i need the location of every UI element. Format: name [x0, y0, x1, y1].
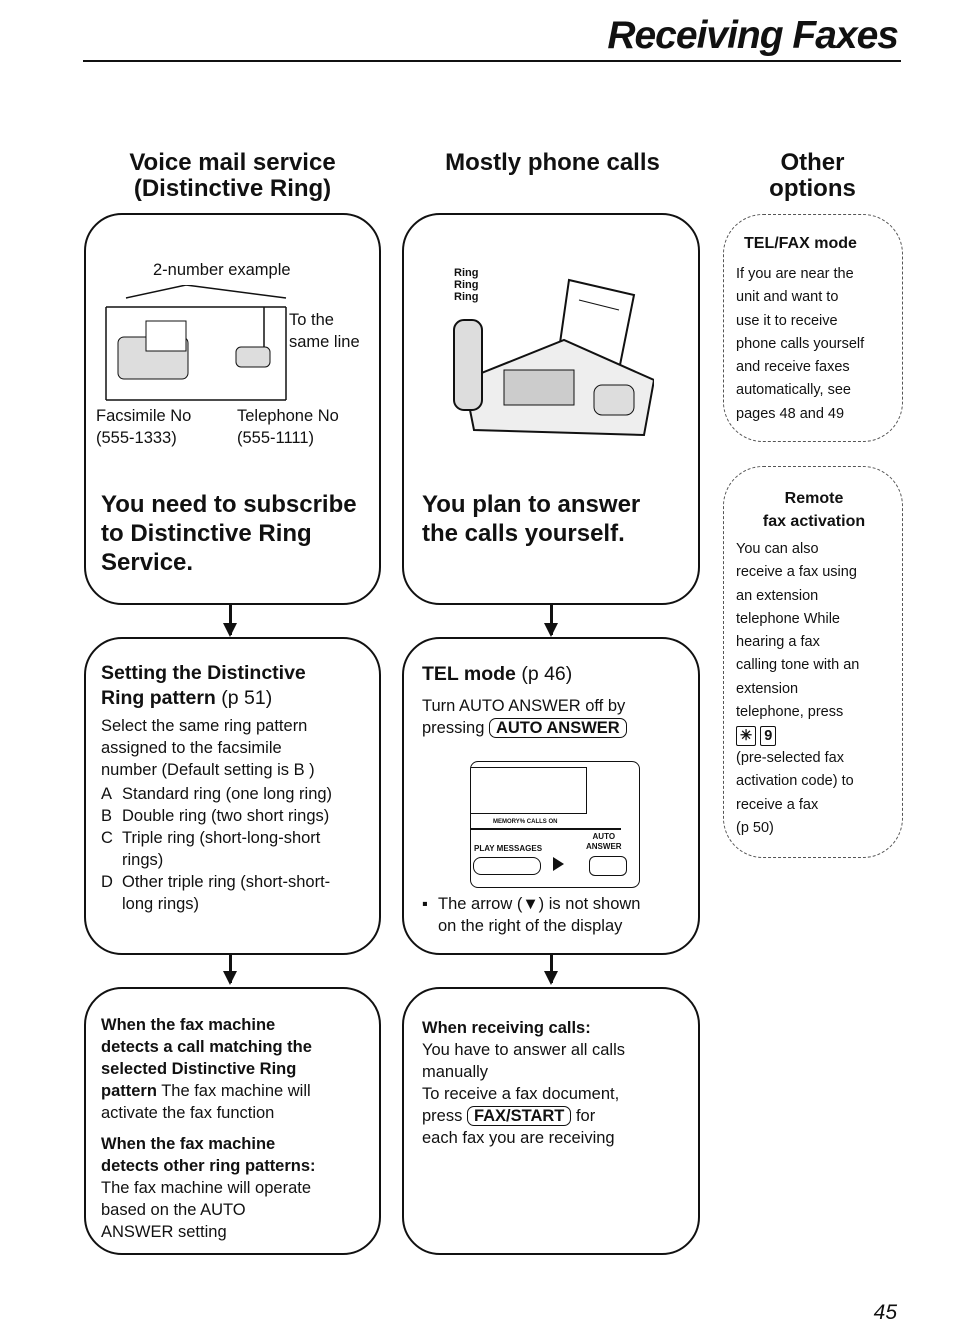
bullet-icon: ▪ — [422, 895, 428, 913]
panel-line — [471, 828, 621, 830]
press-label: press — [422, 1107, 467, 1125]
tel-mode-title: TEL mode — [422, 663, 516, 685]
flow-arrow-1 — [223, 605, 237, 637]
option-text: Standard ring (one long ring) — [122, 785, 333, 803]
tel-mode-line2: pressing AUTO ANSWER — [422, 717, 627, 739]
fax-phone-diagram — [105, 285, 287, 401]
ring-pattern-title: Setting the Distinctive Ring pattern — [101, 662, 306, 709]
box-receiving-calls: When receiving calls: You have to answer… — [402, 987, 700, 1255]
column-heading-voice-mail: Voice mail service (Distinctive Ring) — [129, 149, 336, 202]
distinctive-result-text: When the fax machine detects a call matc… — [101, 1014, 371, 1124]
box-phone-calls: Ring Ring Ring You plan to answer the ca… — [402, 213, 700, 605]
flow-arrow-3 — [223, 955, 237, 985]
column-heading-phone-calls: Mostly phone calls — [445, 149, 660, 176]
remote-keys: ✳ 9 — [736, 725, 777, 748]
match-text: The fax machine will activate the fax fu… — [101, 1082, 311, 1122]
tel-fax-heading: TEL/FAX mode — [744, 235, 857, 252]
receiving-calls-text: When receiving calls: You have to answer… — [422, 1017, 692, 1149]
remote-fax-body: You can also receive a fax using an exte… — [736, 541, 860, 721]
play-arrow-icon — [553, 857, 564, 871]
tel-fax-body: If you are near the unit and want to use… — [736, 266, 865, 422]
box-tel-mode: TEL mode (p 46) Turn AUTO ANSWER off by … — [402, 637, 700, 955]
star-key: ✳ — [736, 726, 757, 746]
ring-option: B Double ring (two short rings) — [101, 805, 371, 827]
side-remote-fax: Remote fax activation You can also recei… — [723, 466, 903, 858]
ring-pattern-body: Select the same ring pattern assigned to… — [101, 717, 315, 779]
subscribe-headline: You need to subscribe to Distinctive Rin… — [101, 491, 357, 576]
remote-fax-body2: (pre-selected fax activation code) to re… — [736, 750, 854, 836]
tel-mode-heading: TEL mode (p 46) — [422, 663, 572, 686]
lcd-display — [471, 767, 587, 814]
box-distinctive-ring: 2-number example To the same line Facsim… — [84, 213, 381, 605]
auto-answer-label: AUTO ANSWER — [586, 832, 622, 851]
example-title: 2-number example — [153, 261, 291, 279]
side-tel-fax-mode: TEL/FAX mode If you are near the unit an… — [723, 214, 903, 442]
tel-mode-page-ref: (p 46) — [515, 663, 573, 685]
ring-pattern-page-ref: (p 51) — [215, 687, 273, 709]
telephone-number: Telephone No (555-1111) — [237, 407, 339, 447]
other-pattern-body: The fax machine will operate based on th… — [101, 1179, 312, 1241]
option-text: Triple ring (short-long-short rings) — [122, 829, 321, 869]
option-letter: D — [101, 873, 113, 891]
nine-key: 9 — [760, 726, 777, 746]
fax-start-line: press FAX/START for each fax you are rec… — [422, 1105, 692, 1149]
option-letter: A — [101, 785, 113, 803]
tel-mode-body: Turn AUTO ANSWER off by pressing AUTO AN… — [422, 695, 627, 739]
remote-fax-heading: Remote fax activation — [762, 490, 866, 530]
ring-pattern-heading: Setting the Distinctive Ring pattern (p … — [101, 661, 306, 711]
ring-option: D Other triple ring (short-short- long ri… — [101, 871, 371, 915]
flow-arrow-4 — [544, 955, 558, 985]
box-distinctive-result: When the fax machine detects a call matc… — [84, 987, 381, 1255]
display-note: ▪ The arrow (▼) is not shown on the right… — [422, 893, 687, 937]
fax-start-key: FAX/START — [466, 1106, 572, 1126]
answer-headline: You plan to answer the calls yourself. — [422, 491, 641, 547]
tel-mode-line1: Turn AUTO ANSWER off by — [422, 697, 626, 715]
option-letter: C — [101, 829, 113, 847]
auto-answer-key: AUTO ANSWER — [488, 718, 627, 738]
other-pattern-text: When the fax machine detects other ring … — [101, 1133, 371, 1243]
memory-label: MEMORY% CALLS ON — [493, 819, 558, 825]
facsimile-number: Facsimile No (555-1333) — [96, 407, 192, 447]
flow-arrow-2 — [544, 605, 558, 637]
page-number: 45 — [873, 1301, 897, 1324]
ring-options-list: A Standard ring (one long ring) B Double r… — [101, 783, 371, 915]
receiving-calls-body: You have to answer all calls manually To… — [422, 1041, 626, 1103]
option-letter: B — [101, 807, 113, 825]
play-messages-label: PLAY MESSAGES — [474, 844, 543, 853]
option-text: Other triple ring (short-short- long rin… — [122, 873, 331, 913]
answer-button — [589, 856, 627, 876]
match-heading: When the fax machine detects a call matc… — [101, 1016, 312, 1100]
column-heading-other: Other options — [769, 149, 856, 202]
fax-start-tail: for each fax you are receiving — [422, 1107, 615, 1147]
ring-option: A Standard ring (one long ring) — [101, 783, 371, 805]
fax-machine-illustration — [453, 278, 654, 437]
play-button — [473, 857, 541, 875]
title-rule — [83, 60, 901, 62]
same-line-label: To the same line — [289, 311, 360, 351]
page-title: Receiving Faxes — [607, 14, 899, 57]
ring-text: Ring Ring Ring — [454, 267, 479, 303]
control-panel: MEMORY% CALLS ON PLAY MESSAGES AUTO ANSW… — [470, 761, 640, 888]
option-text: Double ring (two short rings) — [122, 807, 330, 825]
box-ring-pattern: Setting the Distinctive Ring pattern (p … — [84, 637, 381, 955]
display-note-text: The arrow (▼) is not shown on the right … — [438, 895, 641, 935]
other-pattern-heading: When the fax machine detects other ring … — [101, 1135, 316, 1175]
tel-mode-pressing: pressing — [422, 719, 489, 737]
receiving-calls-heading: When receiving calls: — [422, 1019, 591, 1037]
ring-option: C Triple ring (short-long-short rings) — [101, 827, 371, 871]
